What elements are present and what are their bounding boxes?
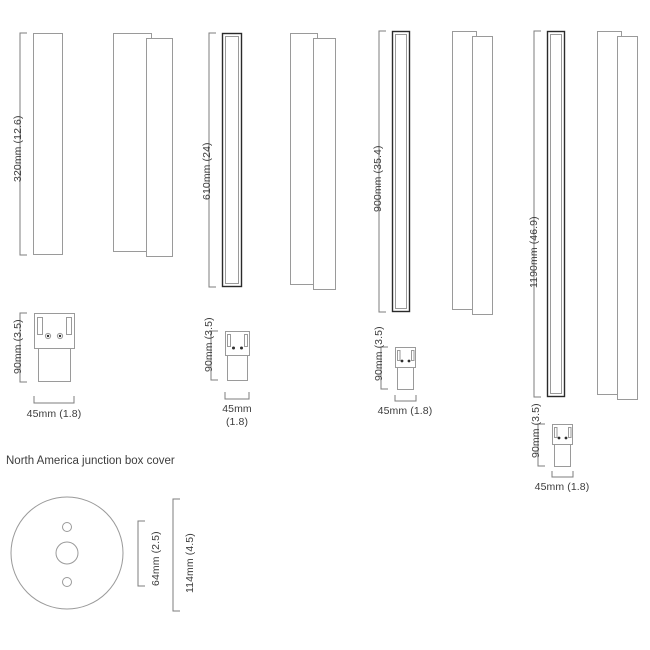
group-610-width-label-line1: 45mm (222, 403, 252, 415)
group-1190-width-label: 45mm (1.8) (534, 481, 590, 493)
group-900-width-label: 45mm (1.8) (377, 405, 433, 417)
group-610-width-label-line2: (1.8) (225, 416, 249, 428)
group-320-width-label: 45mm (1.8) (26, 408, 82, 420)
junction-box-outer-dimension-label: 114mm (4.5) (184, 533, 196, 593)
junction-box-title: North America junction box cover (6, 455, 175, 467)
junction-box-inner-dimension-label: 64mm (2.5) (150, 531, 162, 586)
